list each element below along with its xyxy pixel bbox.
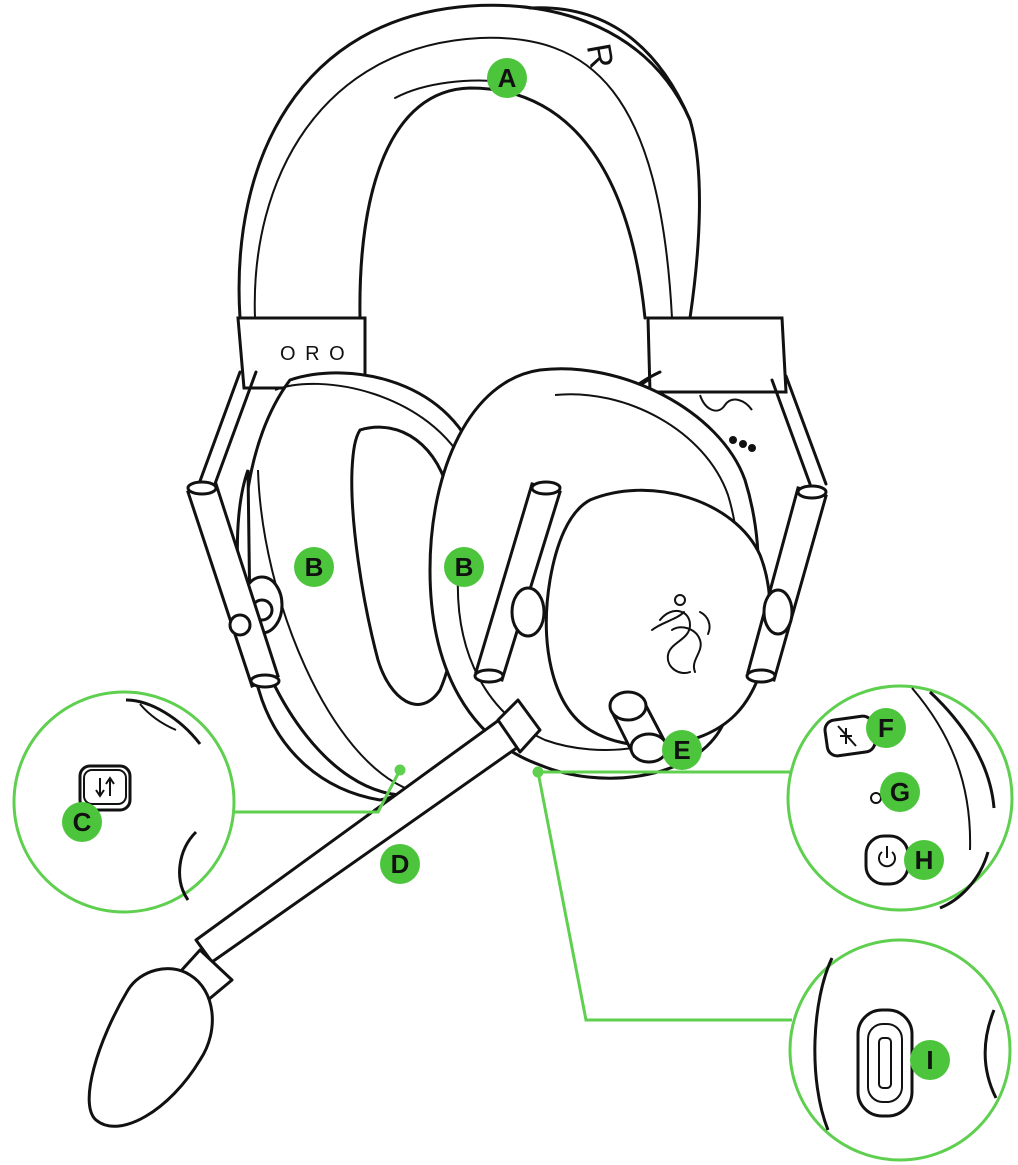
badge-b-left: B — [294, 547, 334, 587]
right-outer-yoke-tube — [745, 484, 828, 684]
badge-f-label: F — [878, 713, 894, 743]
badge-i: I — [910, 1040, 950, 1080]
badge-a: A — [487, 58, 527, 98]
power-icon — [878, 846, 896, 868]
badge-c: C — [62, 802, 102, 842]
mic-mute-icon — [837, 725, 857, 747]
badge-i-label: I — [926, 1045, 933, 1075]
right-cup-top-details — [699, 394, 756, 452]
headband-logo-text: R — [579, 41, 621, 74]
badge-f: F — [866, 708, 906, 748]
badge-g-label: G — [890, 777, 910, 807]
badge-b-right-label: B — [455, 552, 474, 582]
badge-h: H — [904, 840, 944, 880]
badge-g: G — [880, 772, 920, 812]
badge-d-label: D — [391, 849, 410, 879]
callout-lines — [232, 764, 792, 1022]
badge-h-label: H — [915, 845, 934, 875]
slider-right — [646, 316, 788, 394]
volume-knob — [608, 690, 669, 764]
badge-e-label: E — [673, 735, 690, 765]
headband — [237, 3, 701, 320]
badge-b-right: B — [444, 547, 484, 587]
mic-boom — [87, 698, 542, 1128]
swap-arrows-icon — [95, 776, 115, 798]
badge-c-label: C — [73, 807, 92, 837]
left-yoke-tube — [186, 480, 281, 689]
badge-b-left-label: B — [305, 552, 324, 582]
badge-d: D — [380, 844, 420, 884]
callout-circle-c — [12, 690, 236, 914]
right-ear-cup-plate — [544, 488, 772, 748]
razer-snake-logo-icon — [651, 594, 711, 674]
right-inner-yoke-tube — [473, 480, 562, 684]
badge-e: E — [662, 730, 702, 770]
callout-circle-i — [788, 938, 1012, 1162]
slider-left-text: O R O — [280, 343, 347, 365]
badge-a-label: A — [498, 63, 517, 93]
